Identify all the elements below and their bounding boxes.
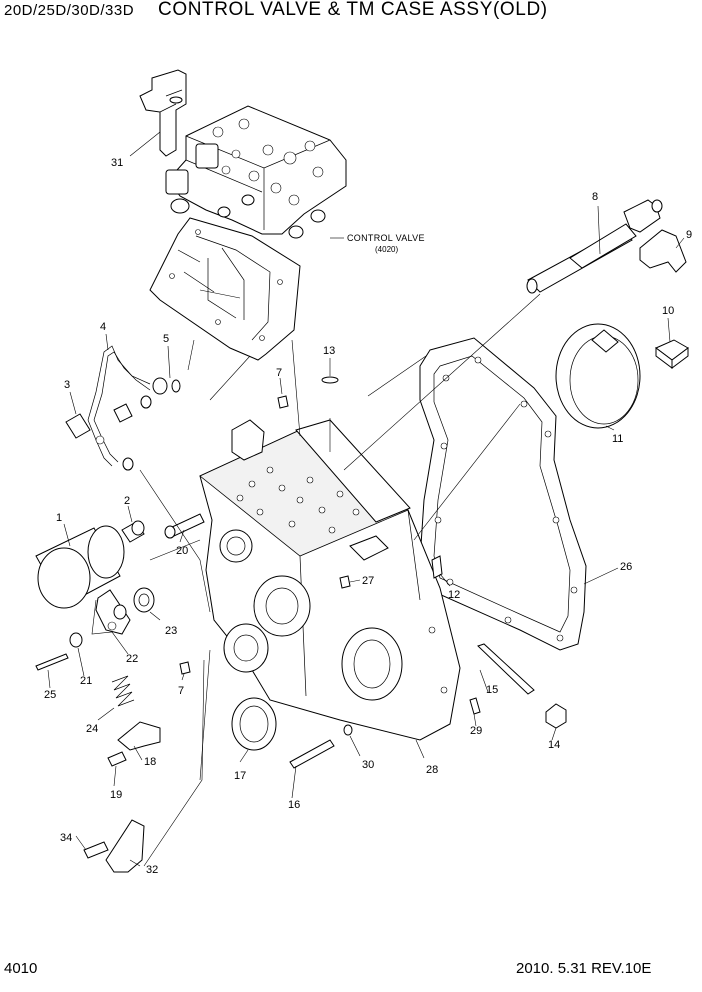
callout-20: 20 [176,545,188,557]
hose-part-4 [87,345,151,467]
page-header: 20D/25D/30D/33D CONTROL VALVE & TM CASE … [0,0,702,30]
pin-part-29 [469,697,481,715]
callout-26: 26 [620,561,632,573]
callout-27: 27 [362,575,374,587]
ring-part-21 [69,632,83,648]
callout-12: 12 [448,589,460,601]
callout-10: 10 [662,305,674,317]
callout-24: 24 [86,723,98,735]
washer-part-23 [133,587,155,613]
fitting-part-3 [65,413,105,445]
page-title: CONTROL VALVE & TM CASE ASSY(OLD) [158,0,548,20]
callout-32: 32 [146,864,158,876]
bolt-part-19 [107,751,127,767]
bolt-part-16 [289,739,335,769]
leader-lines [47,131,685,867]
callout-18: 18 [144,756,156,768]
callout-30: 30 [362,759,374,771]
spring-part-24 [111,675,135,707]
bolt-part-34 [83,841,109,859]
gasket-part-26 [419,337,587,651]
callout-8: 8 [592,191,598,203]
callout-4: 4 [100,321,106,333]
nut-part-14 [545,703,567,729]
plug-part-7-lower [179,661,191,675]
model-code: 20D/25D/30D/33D [4,2,135,19]
callout-28: 28 [426,764,438,776]
callout-11: 11 [612,433,623,445]
control-valve-label: CONTROL VALVE (4020) [347,233,425,254]
control-valve-body [165,105,347,239]
callout-17: 17 [234,770,246,782]
ring-part-23b [113,604,127,620]
callout-13: 13 [323,345,335,357]
revision-date: 2010. 5.31 REV.10E [516,960,652,977]
tm-case-part-28 [199,419,461,741]
callout-5: 5 [163,333,169,345]
callout-7-lower: 7 [178,685,184,697]
callout-19: 19 [110,789,122,801]
fitting-part-2 [121,520,145,543]
fitting-part-5 [113,377,181,471]
clip-part-9 [639,229,687,273]
callout-16: 16 [288,799,300,811]
plug-part-27 [339,575,351,589]
page-number: 4010 [4,960,38,977]
callout-15: 15 [486,684,498,696]
seal-part-17 [231,697,277,751]
pin-part-25 [35,653,69,671]
callout-34: 34 [60,832,72,844]
band-part-11 [555,323,641,429]
callout-29: 29 [470,725,482,737]
control-valve-name: CONTROL VALVE [347,233,425,243]
shaft-part-8 [526,199,663,294]
callout-2: 2 [124,495,130,507]
callout-22: 22 [126,653,138,665]
callout-21: 21 [80,675,92,687]
bracket-part-18 [117,721,161,751]
callout-31: 31 [111,157,123,169]
callout-7-upper: 7 [276,367,282,379]
washer-part-30 [343,724,353,736]
callout-9: 9 [686,229,692,241]
filter-part-1 [35,525,125,609]
stud-part-15 [477,643,535,695]
valve-separator-plate [149,217,301,361]
control-valve-ref: (4020) [375,245,398,254]
callout-1: 1 [56,512,62,524]
block-part-10 [655,339,689,369]
o-ring-part-13 [321,376,339,384]
lever-part-22 [95,589,131,635]
nipple-part-12 [431,555,443,579]
bracket-part-32 [105,819,145,873]
callout-25: 25 [44,689,56,701]
plug-part-7-upper [277,395,289,409]
callout-3: 3 [64,379,70,391]
bolt-part-20 [164,513,205,539]
callout-23: 23 [165,625,177,637]
callout-14: 14 [548,739,560,751]
bracket-part-31 [139,69,187,157]
callout-numbers: 31 8 9 10 11 4 5 13 3 7 2 1 20 27 12 26 … [44,157,692,876]
